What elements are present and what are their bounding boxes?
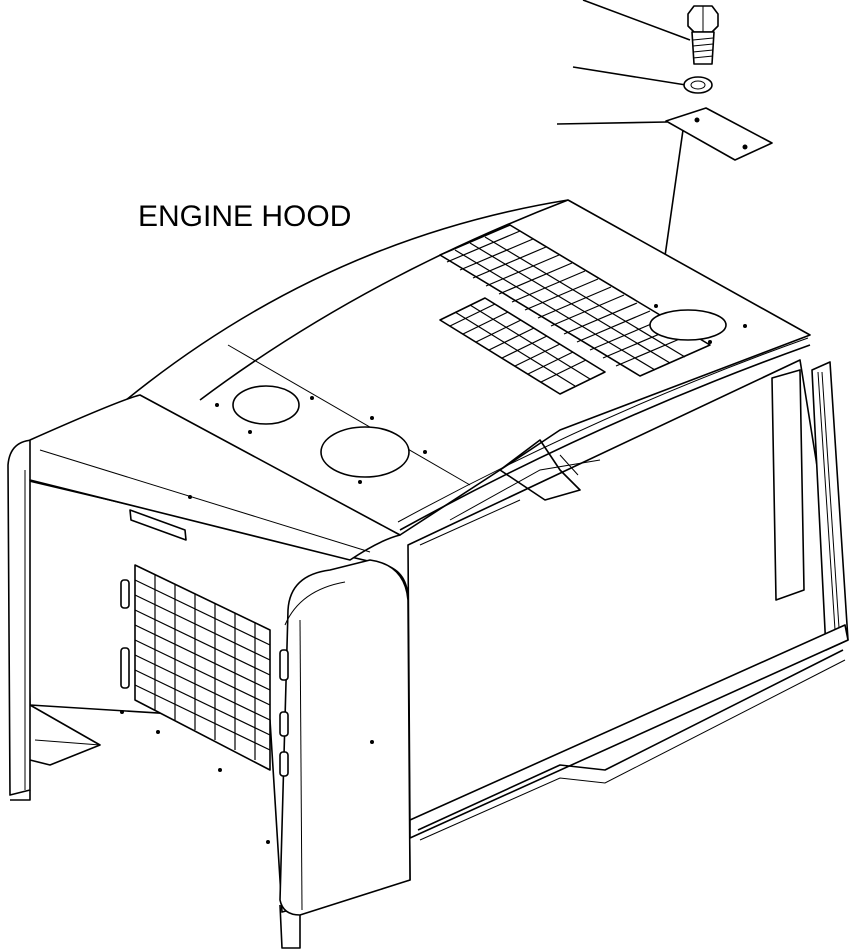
front-handle [129, 509, 187, 541]
corner-slot-2 [279, 711, 289, 737]
cover-plate-leader-line [556, 121, 668, 125]
right-frame-rail [771, 369, 805, 601]
left-corner-post [7, 439, 53, 796]
front-slot-lower [120, 647, 130, 689]
engine-hood-label: ENGINE HOOD [138, 200, 351, 233]
corner-slot-3 [279, 751, 289, 777]
top-round-opening-cover [649, 309, 727, 341]
bolt-leader-line [582, 0, 691, 41]
engine-hood [7, 199, 849, 949]
top-round-opening-right [320, 426, 410, 478]
top-round-opening-left [232, 385, 300, 425]
top-vent-grille-lower [439, 297, 606, 395]
corner-slot-1 [279, 649, 289, 681]
front-vent-grille [134, 564, 271, 771]
washer-part [572, 66, 713, 94]
front-slot-upper [120, 579, 130, 609]
top-vent-grille-upper [439, 224, 711, 377]
washer-leader-line [572, 66, 687, 86]
right-front-corner-post [279, 559, 411, 916]
bolt-part [582, 0, 719, 65]
front-top-edge [29, 394, 401, 561]
washer-ring [683, 76, 713, 94]
bolt-shank [691, 31, 715, 65]
